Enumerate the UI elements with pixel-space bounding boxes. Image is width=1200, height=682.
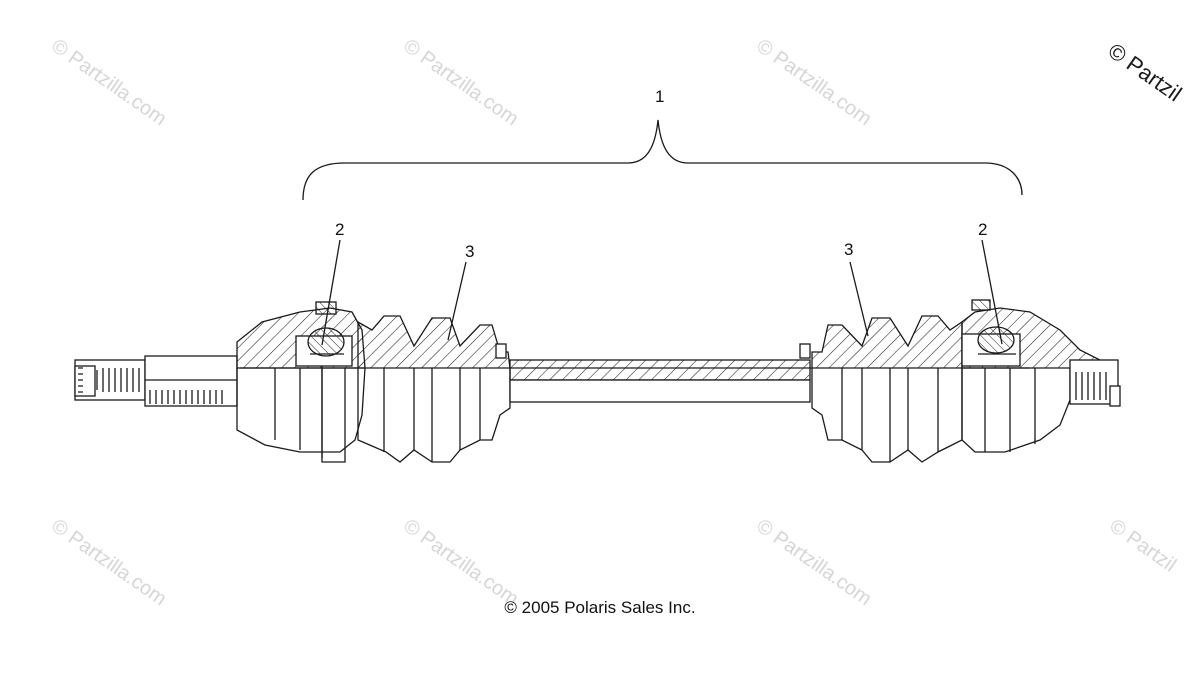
- leader-line-boot-left: [447, 261, 467, 341]
- left-boot: [357, 315, 511, 463]
- leader-line-cv-right: [981, 239, 1003, 345]
- center-shaft: [240, 359, 1030, 403]
- right-cv-joint: [961, 299, 1021, 367]
- assembly-bracket: [302, 119, 1023, 201]
- left-stub-axle: [74, 355, 238, 407]
- callout-cv-joint-right: 2: [978, 220, 988, 239]
- callout-cv-joint-left: 2: [335, 220, 345, 239]
- callout-assembly: 1: [655, 87, 665, 106]
- right-boot: [799, 315, 963, 463]
- right-stub-axle: [1069, 359, 1121, 407]
- leader-line-boot-right: [849, 261, 869, 337]
- callout-boot-right: 3: [844, 240, 854, 259]
- left-cv-housing: [236, 307, 366, 463]
- copyright-notice: © 2005 Polaris Sales Inc.: [504, 598, 696, 617]
- leader-line-cv-left: [321, 239, 341, 346]
- callout-boot-left: 3: [465, 242, 475, 261]
